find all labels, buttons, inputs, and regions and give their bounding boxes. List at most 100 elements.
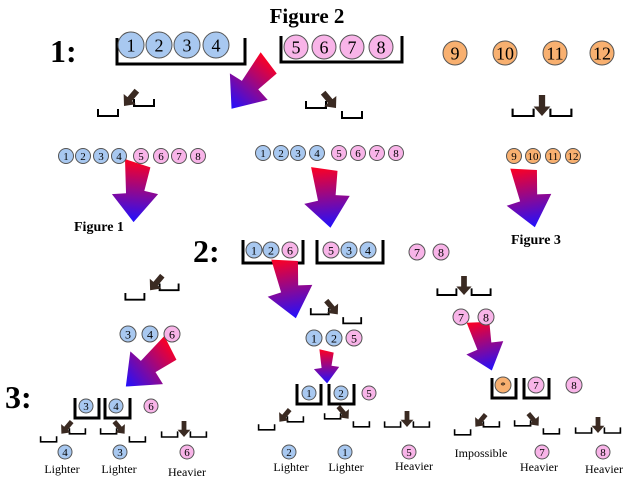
- ball-number: 12: [568, 151, 579, 163]
- pointer-arrow-icon: [400, 411, 414, 427]
- ball: 7: [452, 308, 470, 326]
- ball: 1: [337, 444, 353, 460]
- balance-scale: [453, 413, 501, 436]
- ball: 7: [369, 145, 385, 161]
- ball-number: 7: [374, 148, 380, 160]
- ball: 6: [163, 325, 181, 343]
- ball-number: 7: [539, 447, 545, 459]
- flow-arrow-icon: [111, 159, 159, 223]
- ball: 7: [408, 243, 426, 261]
- ball: 6: [153, 148, 169, 164]
- ball: 6: [350, 145, 366, 161]
- ball: 1: [301, 385, 317, 401]
- pointer-arrow-icon: [112, 420, 125, 434]
- pan-step3-left-b: [103, 398, 132, 420]
- pan-step1-right: [279, 36, 404, 64]
- ball-number: 2: [331, 331, 337, 345]
- ball-number: 4: [116, 151, 122, 163]
- pointer-arrow-icon: [324, 298, 339, 315]
- ball: 4: [202, 31, 230, 59]
- ball-number: 7: [533, 380, 539, 392]
- ball-number: 6: [287, 243, 293, 257]
- ball: 3: [112, 444, 128, 460]
- pan-step3-right-b: [522, 378, 551, 400]
- ball-number: 7: [414, 245, 420, 259]
- ball-number: 5: [138, 151, 144, 163]
- balance-scale: [39, 420, 87, 443]
- ball: 3: [290, 145, 306, 161]
- ball-number: 4: [212, 35, 221, 55]
- ball-number: 11: [548, 151, 559, 163]
- ball: 2: [262, 241, 280, 259]
- pointer-arrow-icon: [591, 417, 605, 433]
- ball-number: 1: [306, 388, 312, 400]
- ball-number: 8: [600, 447, 606, 459]
- ball: 2: [333, 385, 349, 401]
- ball: 3: [173, 31, 201, 59]
- ball-number: 8: [571, 380, 577, 392]
- ball-number: 1: [251, 243, 257, 257]
- pan-step1-left: [115, 38, 247, 66]
- pan-step3-left-a: [73, 398, 101, 420]
- ball-number: 7: [458, 310, 464, 324]
- ball-number: 10: [496, 43, 514, 63]
- ball-number: 3: [295, 148, 301, 160]
- ball: 4: [141, 325, 159, 343]
- ball: 12: [589, 40, 615, 66]
- flow-arrow-icon: [313, 349, 340, 384]
- ball: 6: [281, 241, 299, 259]
- balance-scale: [574, 417, 622, 434]
- ball-number: 3: [83, 401, 89, 413]
- balance-scale: [513, 412, 561, 435]
- ball: 1: [117, 31, 145, 59]
- ball: 5: [345, 329, 363, 347]
- outcome-label: Lighter: [328, 460, 363, 474]
- outcome-label: Lighter: [44, 462, 79, 476]
- pointer-arrow-icon: [279, 408, 292, 422]
- ball-number: 1: [311, 331, 317, 345]
- ball-number: 5: [406, 447, 412, 459]
- ball: 10: [492, 40, 518, 66]
- balance-scale: [436, 276, 492, 296]
- flow-arrow-icon: [125, 335, 177, 387]
- ball: 2: [145, 31, 173, 59]
- ball: 9: [442, 40, 468, 66]
- flow-arrow-icon: [229, 52, 277, 109]
- pointer-arrow-icon: [320, 90, 337, 108]
- ball-number: 11: [546, 43, 563, 63]
- pointer-arrow-icon: [533, 95, 551, 116]
- ball-number: 4: [62, 447, 68, 459]
- flow-arrow-icon: [267, 259, 313, 319]
- pan-step3-right-a: [490, 378, 518, 400]
- ball: 5: [361, 385, 377, 401]
- ball: 2: [273, 145, 289, 161]
- ball-number: *: [500, 380, 506, 392]
- ball-number: 4: [147, 327, 153, 341]
- balance-scale: [257, 408, 305, 431]
- ball: 4: [111, 148, 127, 164]
- step-label-3: 3:: [5, 379, 32, 415]
- pan-step3-mid-a: [295, 384, 323, 406]
- ball: 8: [432, 243, 450, 261]
- ball-number: 7: [348, 37, 357, 57]
- ball-number: 6: [184, 447, 190, 459]
- figure-title: Figure 2: [270, 4, 345, 28]
- pointer-arrow-icon: [526, 412, 539, 426]
- ball-number: 5: [292, 37, 301, 57]
- ball: 4: [57, 444, 73, 460]
- ball-number: 2: [155, 35, 164, 55]
- ball-number: 6: [148, 401, 154, 413]
- ball-number: 5: [366, 388, 372, 400]
- ball-number: 8: [377, 37, 386, 57]
- outcome-label: Lighter: [101, 462, 136, 476]
- pointer-arrow-icon: [123, 88, 140, 106]
- pan-step2-right: [315, 240, 385, 265]
- balance-scale: [99, 420, 147, 443]
- step-label-1: 1:: [50, 33, 77, 69]
- ball: 2: [281, 444, 297, 460]
- ball: 8: [368, 34, 394, 60]
- ball: 2: [75, 148, 91, 164]
- figure-3-label: Figure 3: [511, 233, 561, 248]
- pan-step3-mid-b: [327, 384, 356, 406]
